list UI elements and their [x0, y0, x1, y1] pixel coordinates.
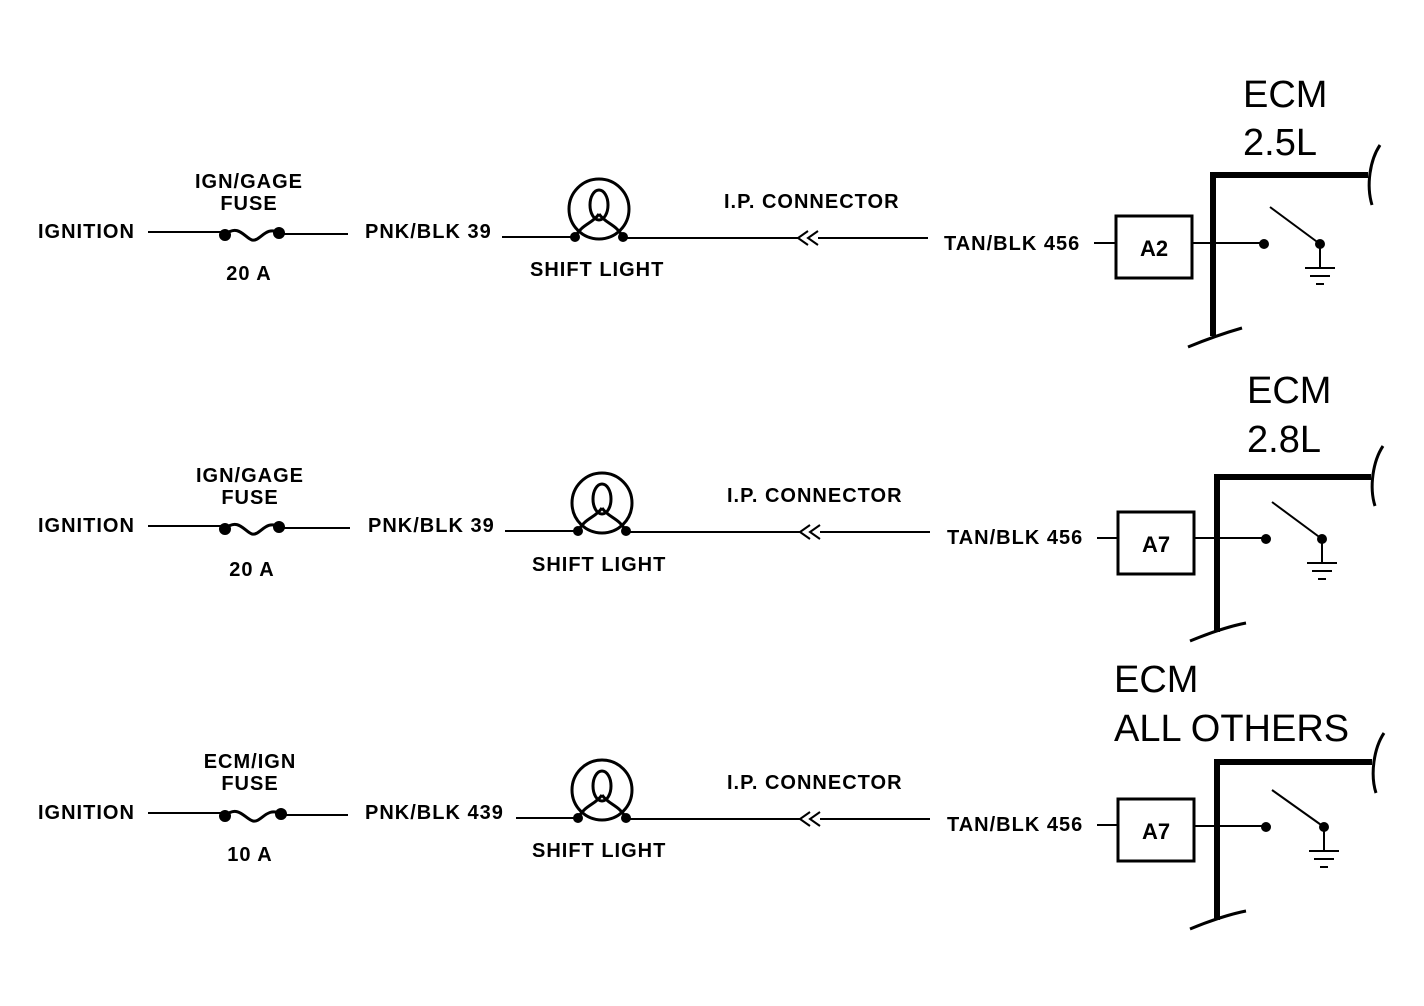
connector-label: I.P. CONNECTOR	[727, 772, 903, 794]
wire-in-label: PNK/BLK 439	[365, 802, 504, 824]
switch-icon	[1259, 206, 1325, 268]
connector-icon	[796, 230, 819, 246]
connector-icon	[798, 524, 821, 540]
fuse-name-2: FUSE	[221, 487, 278, 509]
circuit-1: IGNITION IGN/GAGE FUSE 20 A PNK/BLK 39 S…	[38, 74, 1382, 349]
ecm-title: ECM	[1247, 370, 1331, 412]
lamp-icon	[570, 471, 634, 536]
ecm-bracket	[1189, 445, 1385, 643]
ecm-pin-box	[1116, 797, 1196, 863]
fuse-rating: 20 A	[226, 263, 272, 285]
ignition-label: IGNITION	[38, 802, 135, 824]
connector-label: I.P. CONNECTOR	[724, 191, 900, 213]
wire-out-label: TAN/BLK 456	[944, 233, 1080, 255]
fuse-name-2: FUSE	[221, 773, 278, 795]
fuse-icon	[219, 227, 285, 242]
fuse-icon	[219, 521, 285, 536]
ecm-pin-box	[1114, 214, 1194, 280]
switch-icon	[1261, 789, 1329, 851]
ground-icon	[1305, 267, 1335, 285]
lamp-label: SHIFT LIGHT	[530, 259, 664, 281]
ecm-bracket	[1187, 144, 1382, 349]
connector-label: I.P. CONNECTOR	[727, 485, 903, 507]
ecm-subtitle: 2.8L	[1247, 419, 1321, 461]
ignition-label: IGNITION	[38, 515, 135, 537]
lamp-icon	[570, 758, 634, 823]
fuse-icon	[219, 808, 287, 823]
ecm-pin-box	[1116, 510, 1196, 576]
fuse-name-2: FUSE	[220, 193, 277, 215]
wire-in-label: PNK/BLK 39	[368, 515, 495, 537]
wire-out-label: TAN/BLK 456	[947, 527, 1083, 549]
ground-icon	[1309, 850, 1339, 868]
ecm-pin-label: A7	[1142, 819, 1170, 844]
fuse-rating: 20 A	[229, 559, 275, 581]
lamp-icon	[567, 177, 631, 242]
wire-out-label: TAN/BLK 456	[947, 814, 1083, 836]
lamp-label: SHIFT LIGHT	[532, 840, 666, 862]
fuse-rating: 10 A	[227, 844, 273, 866]
fuse-name: IGN/GAGE	[195, 171, 303, 193]
ecm-title: ECM	[1114, 659, 1198, 701]
switch-icon	[1261, 501, 1327, 563]
ecm-pin-label: A7	[1142, 532, 1170, 557]
fuse-name: ECM/IGN	[204, 751, 297, 773]
lamp-label: SHIFT LIGHT	[532, 554, 666, 576]
wire-in-label: PNK/BLK 39	[365, 221, 492, 243]
circuit-3: IGNITION ECM/IGN FUSE 10 A PNK/BLK 439 S…	[38, 659, 1386, 931]
connector-icon	[798, 811, 821, 827]
circuit-2: IGNITION IGN/GAGE FUSE 20 A PNK/BLK 39 S…	[38, 370, 1385, 643]
ecm-title: ECM	[1243, 74, 1327, 116]
ecm-bracket	[1189, 732, 1386, 931]
ecm-subtitle: 2.5L	[1243, 122, 1317, 164]
ignition-label: IGNITION	[38, 221, 135, 243]
ground-icon	[1307, 562, 1337, 580]
fuse-name: IGN/GAGE	[196, 465, 304, 487]
ecm-pin-label: A2	[1140, 236, 1168, 261]
ecm-subtitle: ALL OTHERS	[1114, 708, 1349, 750]
